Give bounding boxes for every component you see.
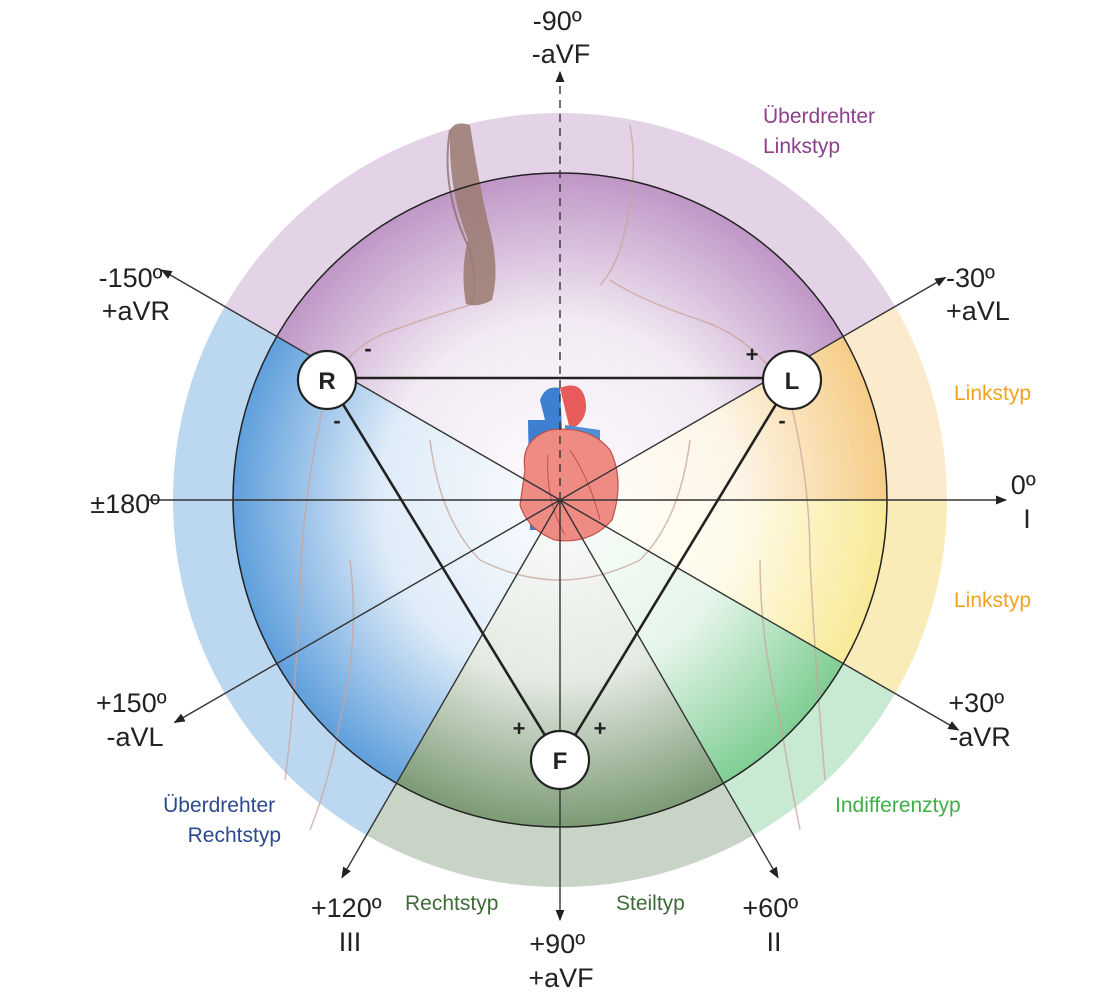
region-linkstyp-upper: Linkstyp bbox=[954, 382, 1031, 405]
label-top: -90º -aVF bbox=[532, 6, 591, 69]
label-top-1: -90º bbox=[533, 6, 582, 36]
sign-l-left: + bbox=[746, 342, 759, 367]
region-ueberdreht-rechts-2: Rechtstyp bbox=[188, 824, 281, 847]
region-ueberdreht-links-1: Überdrehter bbox=[763, 105, 875, 128]
label-b60: +60º II bbox=[742, 893, 805, 957]
region-ueberdreht-links-2: Linkstyp bbox=[763, 135, 840, 158]
lead-III-line bbox=[558, 377, 794, 761]
einthoven-triangle bbox=[325, 376, 794, 761]
sign-f-left: + bbox=[513, 716, 526, 741]
region-steiltyp-1: Steiltyp bbox=[616, 892, 685, 915]
region-rechtstyp-1: Rechtstyp bbox=[405, 892, 498, 915]
lead-II-line bbox=[325, 377, 562, 761]
region-ueberdreht-links: Überdrehter Linkstyp bbox=[763, 105, 881, 158]
node-r: R bbox=[296, 349, 358, 411]
label-br-2: -aVR bbox=[949, 722, 1011, 752]
label-b60-2: II bbox=[766, 927, 781, 957]
label-br: +30º -aVR bbox=[948, 688, 1011, 752]
label-br-1: +30º bbox=[948, 688, 1004, 718]
node-f: F bbox=[529, 729, 591, 791]
label-right-1: 0º bbox=[1011, 470, 1036, 500]
region-labels: Überdrehter Linkstyp Linkstyp Linkstyp I… bbox=[163, 105, 1031, 915]
label-tr-2: +aVL bbox=[946, 296, 1010, 326]
axis-lead-ii bbox=[559, 499, 779, 879]
label-b120: +120º III bbox=[311, 893, 389, 957]
label-bl-2: -aVL bbox=[106, 722, 163, 752]
region-ueberdreht-rechts-1: Überdrehter bbox=[163, 794, 275, 817]
region-rechtstyp: Rechtstyp bbox=[405, 892, 498, 915]
label-right-2: I bbox=[1023, 504, 1031, 534]
region-indifferenztyp-1: Indifferenztyp bbox=[835, 794, 961, 817]
node-l-label: L bbox=[785, 368, 800, 395]
region-linkstyp-upper-1: Linkstyp bbox=[954, 382, 1031, 405]
label-tl-2: +aVR bbox=[102, 296, 170, 326]
sign-l-below: - bbox=[778, 408, 785, 433]
label-left: ±180º bbox=[90, 489, 160, 519]
label-tr-1: -30º bbox=[946, 263, 995, 293]
axis-lines bbox=[147, 70, 1008, 922]
node-r-label: R bbox=[318, 368, 335, 395]
label-top-2: -aVF bbox=[532, 39, 591, 69]
label-b120-1: +120º bbox=[311, 893, 382, 923]
label-b120-2: III bbox=[339, 927, 362, 957]
label-tr: -30º +aVL bbox=[946, 263, 1010, 326]
sign-r-below: - bbox=[333, 408, 340, 433]
region-ueberdreht-rechts: Überdrehter Rechtstyp bbox=[163, 794, 281, 847]
label-b90-1: +90º bbox=[529, 929, 585, 959]
axis-labels: -90º -aVF -150º +aVR -30º +aVL ±180º 0º … bbox=[90, 6, 1043, 993]
region-indifferenztyp: Indifferenztyp bbox=[835, 794, 961, 817]
label-tl: -150º +aVR bbox=[99, 263, 170, 326]
label-left-1: ±180º bbox=[90, 489, 160, 519]
region-linkstyp-lower-1: Linkstyp bbox=[954, 589, 1031, 612]
node-f-label: F bbox=[553, 748, 568, 775]
region-steiltyp: Steiltyp bbox=[616, 892, 685, 915]
region-linkstyp-lower: Linkstyp bbox=[954, 589, 1031, 612]
label-bl: +150º -aVL bbox=[96, 688, 174, 752]
label-right: 0º I bbox=[1011, 470, 1043, 534]
sign-f-right: + bbox=[594, 716, 607, 741]
hair-shape bbox=[449, 123, 496, 306]
label-b90-2: +aVF bbox=[528, 963, 593, 993]
label-b60-1: +60º bbox=[742, 893, 798, 923]
node-l: L bbox=[761, 349, 823, 411]
label-tl-1: -150º bbox=[99, 263, 163, 293]
axis-lead-iii bbox=[341, 499, 561, 879]
label-bl-1: +150º bbox=[96, 688, 167, 718]
label-b90: +90º +aVF bbox=[528, 929, 593, 993]
sign-r-right: - bbox=[364, 336, 371, 361]
